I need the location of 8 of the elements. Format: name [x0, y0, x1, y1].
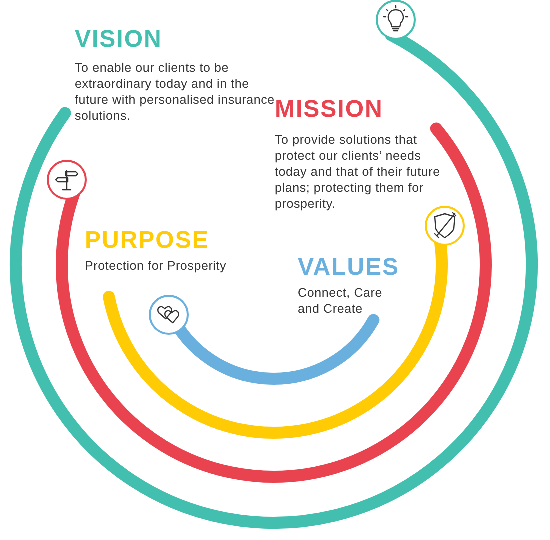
section-description: To enable our clients to be extraordinary today and in the future with personalised insurance solutions.	[75, 60, 275, 124]
section-description: To provide solutions that protect our clients’ needs today and that of their future plans; protecting them for prosperity.	[275, 132, 442, 212]
section-description: Protection for Prosperity	[85, 258, 227, 274]
section-heading: PURPOSE	[85, 227, 210, 255]
section-heading: VALUES	[298, 254, 400, 282]
section-heading: VISION	[75, 26, 162, 54]
section-heading: MISSION	[275, 96, 384, 124]
section-description: Connect, Care and Create	[298, 285, 384, 317]
